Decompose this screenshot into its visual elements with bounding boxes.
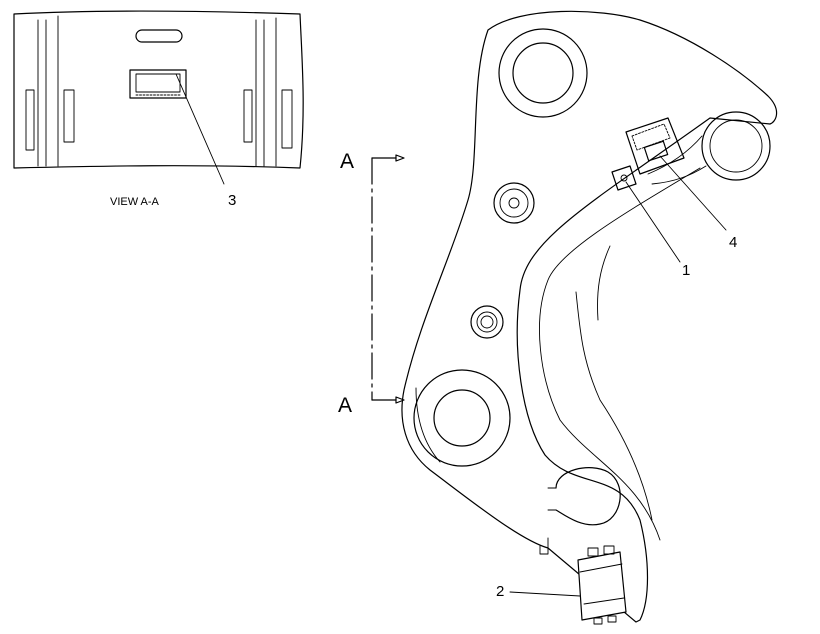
valve-part-2 — [577, 545, 627, 625]
view-a-a-slot — [135, 29, 183, 43]
tag-part-1 — [611, 165, 637, 191]
right-eye — [647, 111, 771, 185]
upper-bore — [498, 28, 588, 118]
lower-pocket — [547, 467, 621, 526]
section-letter-bottom: A — [338, 394, 352, 417]
boss-lower — [470, 305, 504, 339]
leader-3 — [175, 73, 225, 185]
view-a-a: 3 VIEW A-A — [13, 10, 304, 209]
plate-part-4 — [625, 117, 685, 175]
callout-1: 1 — [682, 262, 690, 279]
bracket-inner-contour — [539, 167, 701, 541]
leader-1 — [625, 181, 681, 263]
section-line: A A — [338, 150, 405, 417]
view-a-a-caption: VIEW A-A — [110, 196, 160, 208]
view-a-a-outline — [13, 10, 304, 169]
main-bracket: 4 1 2 — [401, 10, 778, 625]
section-letter-top: A — [340, 150, 354, 173]
callout-3: 3 — [228, 192, 236, 209]
leader-2 — [509, 591, 581, 597]
boss-upper — [493, 182, 535, 224]
plate-part-3 — [129, 69, 187, 99]
callout-4: 4 — [729, 234, 737, 251]
leader-4 — [659, 155, 727, 231]
lower-bore — [413, 369, 511, 467]
callout-2: 2 — [496, 583, 504, 600]
bracket-outline — [401, 10, 778, 623]
